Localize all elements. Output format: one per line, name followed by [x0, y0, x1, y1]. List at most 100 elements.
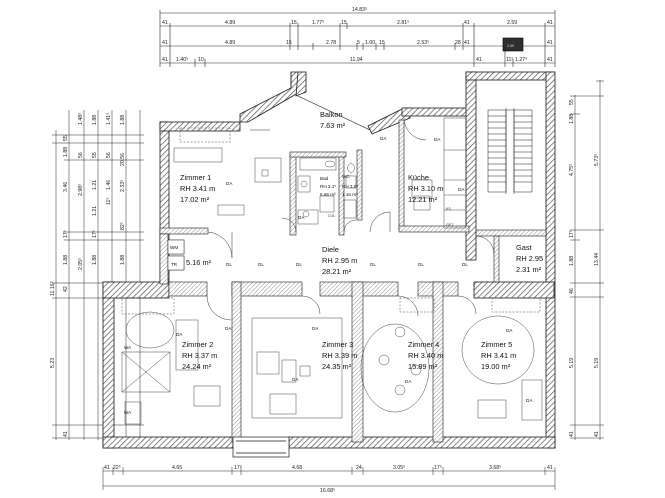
- room-abstell: 5.16 m²: [186, 258, 212, 267]
- dim-label: 17⁵: [92, 230, 98, 238]
- da-label: DA: [312, 326, 319, 331]
- dim-label: 41: [162, 20, 168, 26]
- room-name: Bad: [320, 176, 329, 181]
- dim-label: 1.88: [92, 255, 98, 265]
- room-name: Zimmer 4: [408, 340, 439, 349]
- balcony: [290, 72, 371, 131]
- dimension-labels-left: 11.16⁵ 5.23 55 1.88 3.46 17⁵ 1.88 42 41 …: [50, 113, 126, 437]
- interior-walls: [159, 119, 547, 443]
- dim-label: 5.19: [594, 358, 600, 368]
- room-diele: Diele RH 2.95 m 28.21 m²: [322, 245, 357, 276]
- dim-label: 3.46: [63, 182, 69, 192]
- dim-label: 10: [198, 57, 204, 63]
- exterior-walls: [102, 71, 556, 449]
- room-height: RH 3.10 m: [408, 184, 443, 193]
- dim-bottom-total: 16.68⁵: [320, 488, 335, 494]
- room-height: RH 3.0⁵: [342, 184, 358, 189]
- da-label: DA: [526, 398, 533, 403]
- dim-label: 1.88: [92, 115, 98, 125]
- dimension-labels-bottom: 41 22⁵ 4.65 17⁵ 4.68 24 3.05⁵ 17⁵ 3.68⁵ …: [104, 465, 553, 494]
- wa-label: WA: [124, 410, 132, 415]
- dim-label: 2.53⁵: [417, 40, 429, 46]
- dim-label: 28: [455, 40, 461, 46]
- dim-label: 17⁵: [434, 465, 442, 471]
- dim-label: 4.68: [292, 465, 302, 471]
- dimension-labels-top: 14.83⁵ 41 4.89 15 1.77⁵ 15 2.81⁵ 41 2.59…: [162, 7, 553, 63]
- room-balkon: Balkon 7.63 m²: [320, 110, 346, 130]
- room-kueche: Küche RH 3.10 m 12.21 m²: [408, 173, 443, 204]
- dimensions-right: [570, 80, 604, 440]
- dim-label: 41: [162, 57, 168, 63]
- dim-label: 41: [547, 465, 553, 471]
- dim-label: 2.33⁵: [120, 180, 126, 192]
- dim-label: 1.27⁵: [515, 57, 527, 63]
- dim-label: 1.88: [63, 147, 69, 157]
- dim-label: 17⁵: [63, 230, 69, 238]
- dim-label: 82⁵: [120, 222, 126, 230]
- dim-label: 5.23: [50, 358, 56, 368]
- dimensions-bottom: [102, 467, 556, 490]
- bay-window: [232, 436, 290, 458]
- room-gast: Gast RH 2.95 2.31 m²: [516, 243, 543, 274]
- room-name: Gast: [516, 243, 532, 252]
- da-label: DA: [298, 215, 305, 220]
- staircase: [487, 108, 533, 194]
- dim-label: 20.56: [120, 153, 126, 166]
- dim-label: 2.59: [507, 20, 517, 26]
- ks-label: KS: [446, 207, 451, 211]
- dim-label: 3.68⁵: [489, 465, 501, 471]
- room-area: 7.63 m²: [320, 121, 346, 130]
- wm-label: WM: [170, 245, 178, 250]
- chimney-label: 2.59: [507, 44, 514, 48]
- room-name: Zimmer 5: [481, 340, 512, 349]
- dimension-labels-right: 55 1.88 4.75⁵ 17⁵ 1.88 46 5.19 41 5.73⁵ …: [569, 99, 600, 437]
- dim-label: 46: [569, 288, 575, 294]
- dim-label: 1.77⁵: [312, 20, 324, 26]
- room-height: RH 3.1⁵: [320, 184, 336, 189]
- da-label: DA: [226, 181, 233, 186]
- dim-label: 22⁵: [113, 465, 121, 471]
- dim-label: 2.81⁵: [397, 20, 409, 26]
- room-wc: WC RH 3.0⁵ 1.16 m²: [342, 174, 358, 197]
- dl-label: DL: [418, 262, 424, 267]
- room-zimmer5: Zimmer 5 RH 3.41 m 19.00 m²: [481, 340, 516, 371]
- dim-label: 4.89: [225, 40, 235, 46]
- dim-label: 4.65: [172, 465, 182, 471]
- dim-label: 1.40⁵: [176, 57, 188, 63]
- dim-label: 15: [341, 20, 347, 26]
- dl-label: DL: [258, 262, 264, 267]
- room-area: 2.31 m²: [516, 265, 542, 274]
- dim-label: 3.05⁵: [393, 465, 405, 471]
- dim-label: 41: [464, 40, 470, 46]
- tr-box: [167, 255, 185, 271]
- dim-label: 5.73⁵: [594, 154, 600, 166]
- dim-label: 13.44: [594, 253, 600, 266]
- fixture-labels: WM TR WA WA COL KS GET DA DA DA DA DA DA…: [124, 136, 533, 415]
- dim-label: 56: [78, 152, 84, 158]
- dim-label: 56: [106, 152, 112, 158]
- room-area: 1.16 m²: [342, 192, 358, 197]
- room-height: RH 3.37 m: [182, 351, 217, 360]
- dim-label: 41: [476, 57, 482, 63]
- da-label: DA: [225, 326, 232, 331]
- room-height: RH 2.95 m: [322, 256, 357, 265]
- da-label: DA: [380, 136, 387, 141]
- dim-label: 41: [569, 431, 575, 437]
- room-zimmer3: Zimmer 3 RH 3.39 m 24.35 m²: [322, 340, 357, 371]
- dl-label: DL: [226, 262, 232, 267]
- room-area: 17.02 m²: [180, 195, 210, 204]
- room-height: RH 2.95: [516, 254, 543, 263]
- room-height: RH 3.39 m: [322, 351, 357, 360]
- room-area: 15.89 m²: [408, 362, 438, 371]
- room-zimmer4: Zimmer 4 RH 3.40 m 15.89 m²: [408, 340, 443, 371]
- room-area: 24.35 m²: [322, 362, 352, 371]
- dim-label: 15: [379, 40, 385, 46]
- room-height: RH 3.40 m: [408, 351, 443, 360]
- dim-label: 1.88: [63, 255, 69, 265]
- tr-label: TR: [171, 262, 178, 267]
- dim-label: 2.98⁵: [78, 184, 84, 196]
- room-area: 19.00 m²: [481, 362, 511, 371]
- dim-label: 11.94: [350, 57, 363, 63]
- dim-label: 41: [547, 57, 553, 63]
